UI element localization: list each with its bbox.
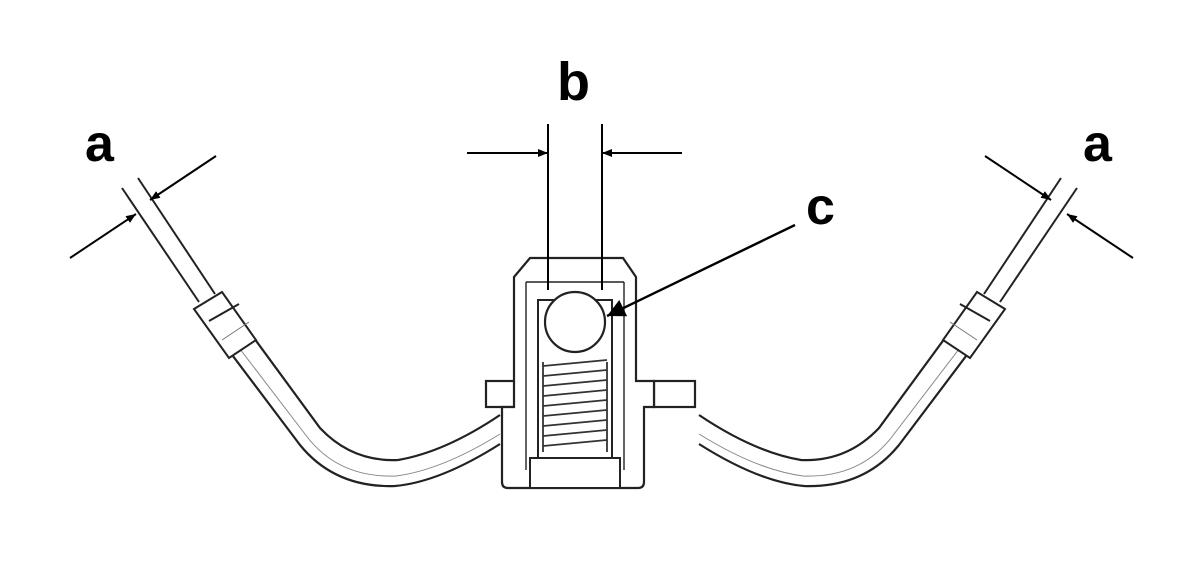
left-pipe (195, 292, 501, 488)
dimension-a-right (984, 155, 1134, 259)
leader-c (606, 223, 796, 318)
left-thin-tube (121, 177, 216, 303)
check-ball (543, 290, 607, 354)
right-thin-tube (983, 177, 1078, 303)
valve-body (484, 256, 697, 490)
dimension-b (467, 124, 682, 290)
left-flange (484, 379, 518, 409)
label-c: c (806, 178, 835, 236)
label-b: b (557, 52, 590, 112)
right-pipe-ring (941, 290, 1007, 360)
dimension-a-left (69, 155, 217, 259)
label-a-right: a (1083, 115, 1113, 173)
left-pipe-ring (192, 290, 258, 360)
right-flange (652, 379, 697, 409)
label-a-left: a (85, 115, 115, 173)
right-pipe (698, 292, 1004, 488)
spring (542, 359, 608, 452)
